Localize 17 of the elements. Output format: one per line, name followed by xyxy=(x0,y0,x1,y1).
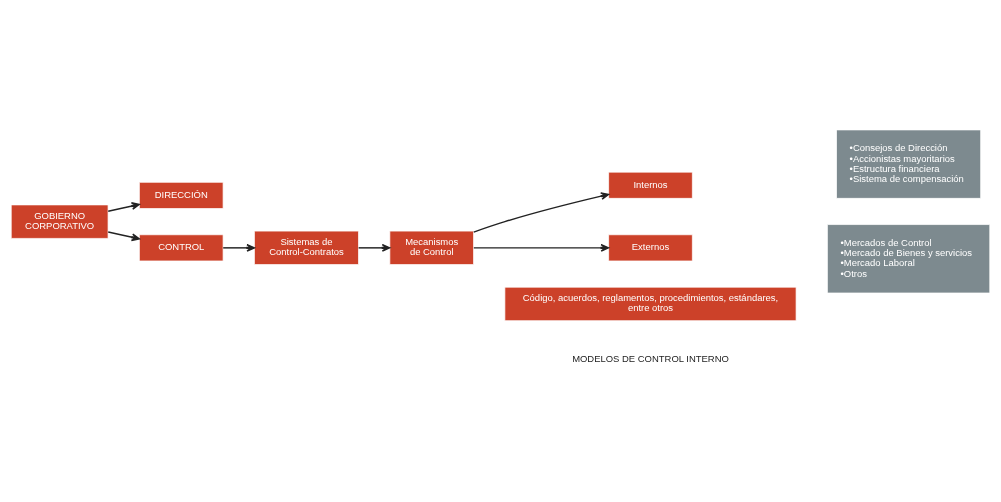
node-box: Mecanismos de Control xyxy=(389,230,474,265)
node-box: DIRECCIÓN xyxy=(139,181,224,209)
node-box: •Mercados de Control •Mercado de Bienes y servicios •Mercado Laboral •Otros xyxy=(827,223,991,293)
node-box: Código, acuerdos, reglamentos, procedimientos, estándares, entre otros xyxy=(504,286,797,321)
arrow xyxy=(357,243,391,252)
arrow xyxy=(107,230,140,241)
node-box: •Consejos de Dirección •Accionistas mayoritarios •Estructura financiera •Sistema de compensación xyxy=(836,129,982,199)
node-box: Sistemas de Control-Contratos xyxy=(254,230,359,265)
node-box: GOBIERNO CORPORATIVO xyxy=(10,204,109,239)
arrow xyxy=(222,243,256,252)
arrow xyxy=(107,201,140,212)
node-box: Externos xyxy=(608,233,693,261)
node-box: Internos xyxy=(608,171,693,199)
node-box: CONTROL xyxy=(139,233,224,261)
arrow xyxy=(473,191,610,233)
arrow xyxy=(473,243,610,252)
label: MODELOS DE CONTROL INTERNO xyxy=(572,352,729,364)
